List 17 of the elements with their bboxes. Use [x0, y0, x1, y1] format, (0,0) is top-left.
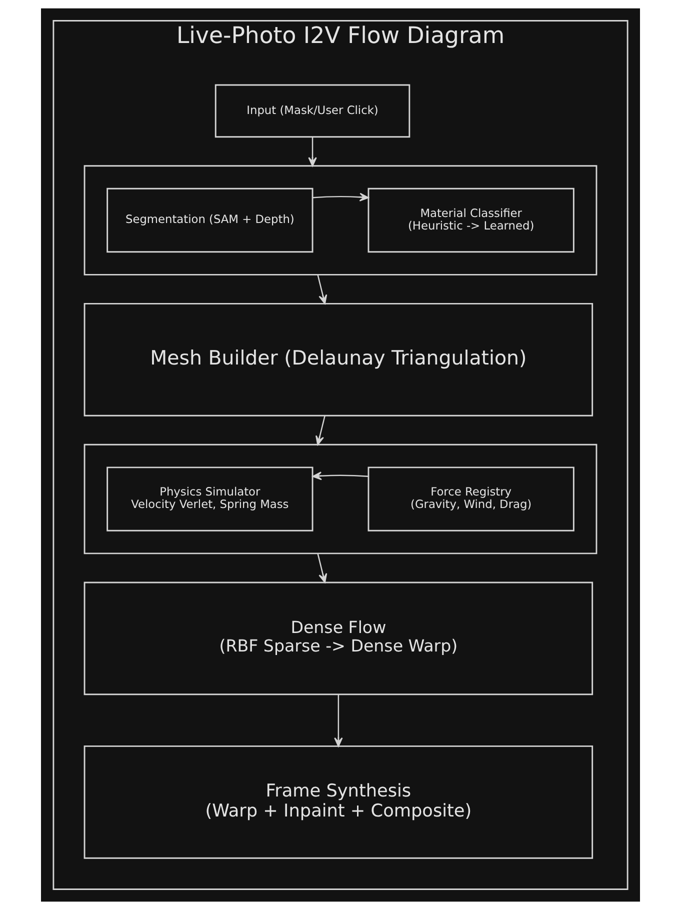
- cluster: [83, 165, 597, 276]
- node-box: Force Registry (Gravity, Wind, Drag): [367, 466, 574, 532]
- arrow: [312, 192, 368, 202]
- node-box: Frame Synthesis (Warp + Inpaint + Composite): [83, 745, 593, 859]
- node-box: Dense Flow (RBF Sparse -> Dense Warp): [83, 582, 593, 696]
- node-box: Material Classifier (Heuristic -> Learned): [367, 188, 574, 253]
- cluster: [83, 444, 597, 554]
- arrow: [316, 553, 327, 583]
- node-box: Input (Mask/User Click): [214, 84, 410, 138]
- arrow: [316, 274, 327, 304]
- arrow: [334, 694, 342, 747]
- node-box: Segmentation (SAM + Depth): [106, 188, 313, 253]
- arrow: [312, 472, 368, 480]
- arrow: [315, 416, 325, 446]
- node-box: Mesh Builder (Delaunay Triangulation): [83, 302, 593, 416]
- node-box: Physics Simulator Velocity Verlet, Spring Mass: [106, 466, 313, 532]
- arrow: [308, 137, 316, 166]
